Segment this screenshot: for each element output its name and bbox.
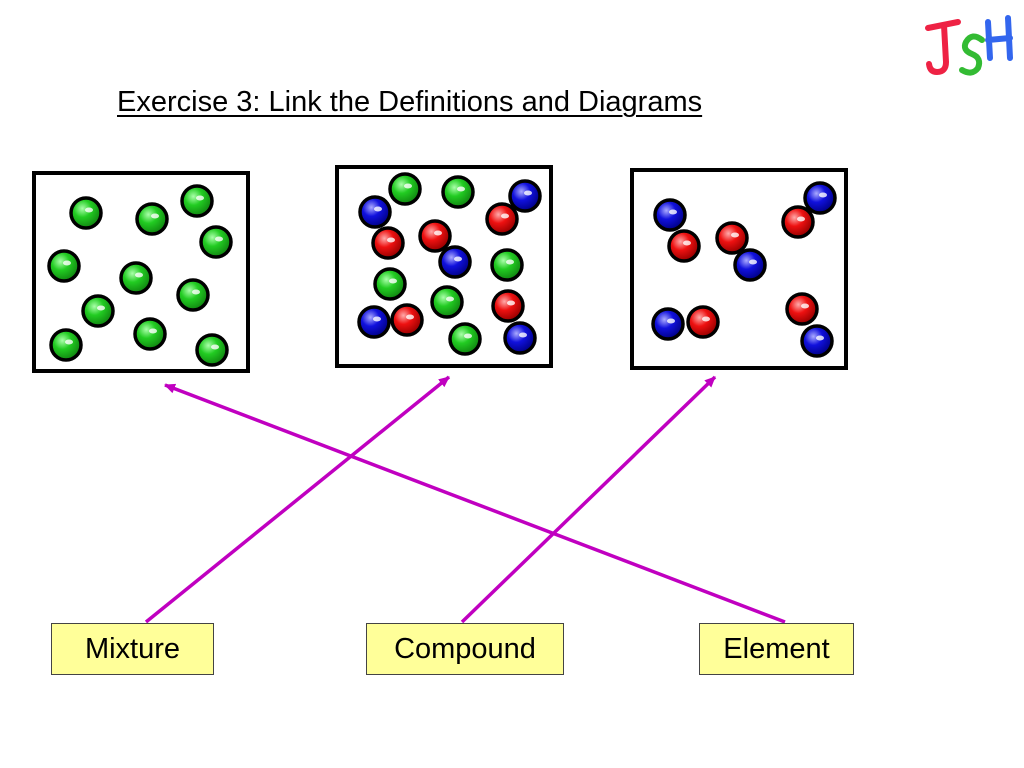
green-atom — [430, 285, 464, 319]
arrow-element-to-diagram[interactable] — [164, 383, 786, 624]
compound-label: Compound — [394, 632, 536, 665]
green-atom — [388, 172, 422, 206]
green-atom — [441, 175, 475, 209]
element-label-box[interactable]: Element — [699, 623, 854, 675]
blue-atom — [733, 248, 767, 282]
blue-atom — [503, 321, 537, 355]
red-atom — [390, 303, 424, 337]
green-atom — [195, 333, 229, 367]
blue-atom — [508, 179, 542, 213]
green-atom — [133, 317, 167, 351]
red-atom — [371, 226, 405, 260]
blue-atom — [438, 245, 472, 279]
jsh-logo — [925, 15, 1013, 76]
element-label: Element — [723, 632, 830, 665]
page-title: Exercise 3: Link the Definitions and Dia… — [117, 86, 703, 118]
mixture-label: Mixture — [84, 632, 181, 665]
red-atom — [418, 219, 452, 253]
green-atom — [176, 278, 210, 312]
red-atom — [715, 221, 749, 255]
red-atom — [667, 229, 701, 263]
green-atom — [69, 196, 103, 230]
blue-atom — [651, 307, 685, 341]
arrow-mixture-to-diagram[interactable] — [144, 375, 451, 624]
red-atom — [781, 205, 815, 239]
green-atom — [180, 184, 214, 218]
blue-atom — [357, 305, 391, 339]
red-atom — [485, 202, 519, 236]
blue-atom — [358, 195, 392, 229]
atoms-layer — [47, 172, 837, 367]
green-atom — [373, 267, 407, 301]
red-atom — [686, 305, 720, 339]
green-atom — [81, 294, 115, 328]
green-atom — [135, 202, 169, 236]
arrow-compound-to-diagram[interactable] — [460, 375, 717, 624]
green-atom — [49, 328, 83, 362]
green-atom — [199, 225, 233, 259]
green-atom — [47, 249, 81, 283]
green-atom — [119, 261, 153, 295]
green-atom — [490, 248, 524, 282]
blue-atom — [803, 181, 837, 215]
blue-atom — [800, 324, 834, 358]
red-atom — [491, 289, 525, 323]
mixture-label-box[interactable]: Mixture — [51, 623, 214, 675]
blue-atom — [653, 198, 687, 232]
compound-label-box[interactable]: Compound — [366, 623, 564, 675]
red-atom — [785, 292, 819, 326]
green-atom — [448, 322, 482, 356]
